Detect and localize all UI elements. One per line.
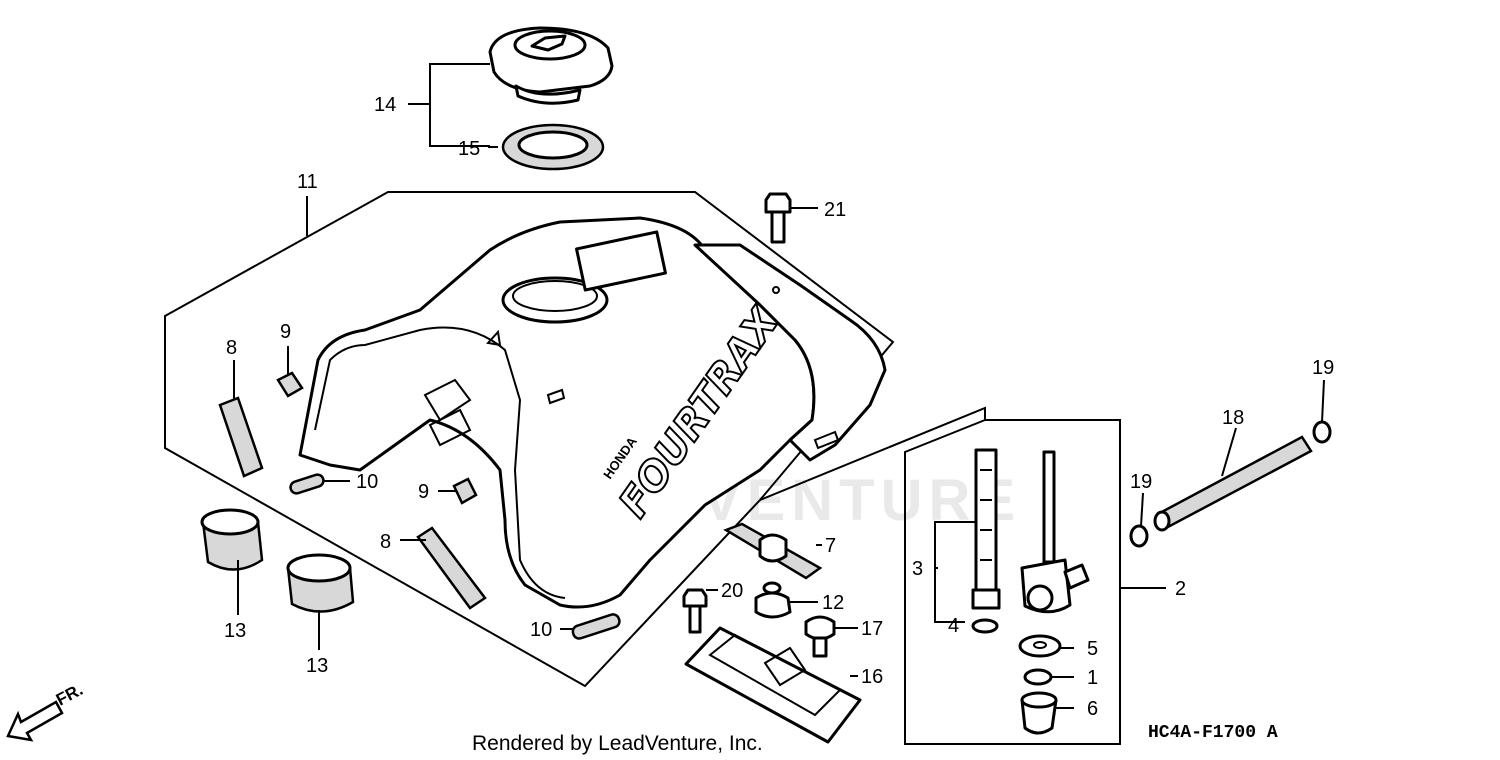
bracket-7[interactable] bbox=[723, 522, 823, 580]
sediment-cup-6[interactable] bbox=[1020, 691, 1058, 735]
fuel-valve-group-outline bbox=[759, 406, 1121, 745]
rubber-strip-10-top[interactable] bbox=[289, 473, 325, 495]
credit-text: Rendered by LeadVenture, Inc. bbox=[472, 732, 763, 755]
callout-10b: 10 bbox=[530, 619, 552, 641]
callouts: 14 15 11 21 9 8 10 9 8 13 13 7 20 12 17 … bbox=[224, 94, 1334, 720]
bolt-21[interactable] bbox=[764, 192, 792, 244]
cap-gasket[interactable] bbox=[501, 123, 605, 171]
callout-10a: 10 bbox=[356, 471, 378, 493]
bolt-20[interactable] bbox=[682, 588, 708, 634]
o-ring-1[interactable] bbox=[1023, 668, 1053, 686]
fuel-hose-18[interactable] bbox=[1153, 435, 1313, 532]
band-13-right[interactable] bbox=[286, 553, 355, 613]
hose-clip-19-left[interactable] bbox=[1129, 524, 1149, 548]
callout-9b: 9 bbox=[418, 481, 429, 503]
plug-17[interactable] bbox=[804, 615, 836, 658]
callout-8a: 8 bbox=[226, 337, 237, 359]
band-13-left[interactable] bbox=[200, 508, 264, 571]
rubber-9-top[interactable] bbox=[276, 371, 304, 398]
mounting-plate-16[interactable] bbox=[684, 626, 862, 744]
callout-17: 17 bbox=[861, 618, 883, 640]
fuel-valve[interactable] bbox=[1020, 450, 1090, 614]
callout-4: 4 bbox=[948, 615, 959, 637]
hose-clip-19-right[interactable] bbox=[1312, 420, 1332, 444]
callout-18: 18 bbox=[1222, 407, 1244, 429]
callout-8b: 8 bbox=[380, 531, 391, 553]
rubber-strip-10-bottom[interactable] bbox=[571, 613, 621, 640]
tank-cushion-left[interactable] bbox=[218, 396, 264, 478]
grommet-12[interactable] bbox=[754, 581, 792, 619]
callout-7: 7 bbox=[825, 535, 836, 557]
callout-20: 20 bbox=[721, 580, 743, 602]
o-ring-4[interactable] bbox=[971, 618, 999, 634]
callout-1: 1 bbox=[1087, 667, 1098, 689]
diagram-code: HC4A-F1700 A bbox=[1148, 723, 1278, 743]
callout-11: 11 bbox=[297, 171, 318, 193]
callout-16: 16 bbox=[861, 666, 883, 688]
callout-3: 3 bbox=[912, 558, 923, 580]
callout-12: 12 bbox=[822, 592, 844, 614]
callout-19b: 19 bbox=[1312, 357, 1334, 379]
callout-21: 21 bbox=[824, 199, 846, 221]
tank-cushion-bottom[interactable] bbox=[416, 526, 487, 610]
callout-6: 6 bbox=[1087, 698, 1098, 720]
gasket-5[interactable] bbox=[1018, 634, 1062, 658]
fuel-tank[interactable]: HONDA FOURTRAX bbox=[298, 216, 887, 609]
leader-lines bbox=[233, 63, 1325, 709]
arrow-icon bbox=[6, 700, 64, 742]
callout-13a: 13 bbox=[224, 620, 246, 642]
callout-15: 15 bbox=[458, 138, 480, 160]
callout-14: 14 bbox=[374, 94, 396, 116]
front-direction-marker: FR. bbox=[6, 680, 86, 742]
rubber-9-mid[interactable] bbox=[452, 477, 478, 505]
callout-2: 2 bbox=[1175, 578, 1186, 600]
callout-13b: 13 bbox=[306, 655, 328, 677]
callout-9a: 9 bbox=[280, 321, 291, 343]
fuel-strainer-3[interactable] bbox=[971, 448, 1001, 610]
fuel-cap[interactable] bbox=[488, 26, 614, 105]
callout-5: 5 bbox=[1087, 638, 1098, 660]
callout-19a: 19 bbox=[1130, 471, 1152, 493]
